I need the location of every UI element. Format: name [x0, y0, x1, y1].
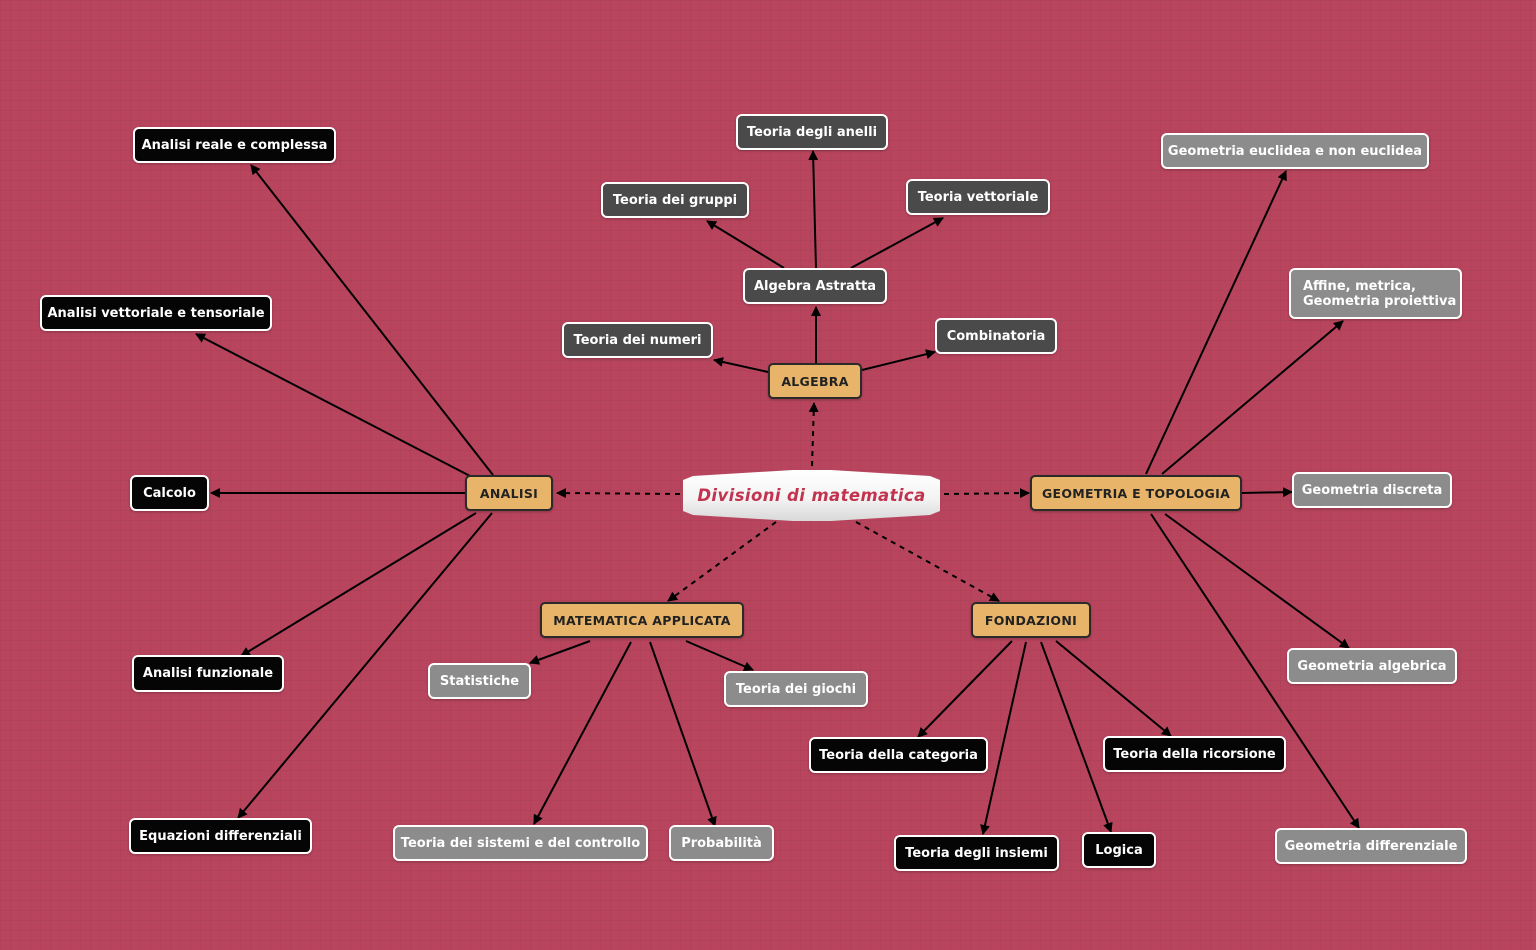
category-analisi[interactable]: ANALISI: [465, 475, 553, 511]
topic-equazioni-differenziali[interactable]: Equazioni differenziali: [129, 818, 312, 854]
topic-probabilita[interactable]: Probabilità: [669, 825, 774, 861]
topic-affine-line1: Affine, metrica,: [1303, 278, 1416, 294]
topic-teoria-numeri[interactable]: Teoria dei numeri: [562, 322, 713, 358]
topic-geometria-euclidea[interactable]: Geometria euclidea e non euclidea: [1161, 133, 1429, 169]
topic-affine-metrica-proiettiva[interactable]: Affine, metrica, Geometria proiettiva: [1289, 268, 1462, 319]
topic-teoria-insiemi[interactable]: Teoria degli insiemi: [894, 835, 1059, 871]
topic-teoria-ricorsione[interactable]: Teoria della ricorsione: [1103, 736, 1286, 772]
center-topic-label: Divisioni di matematica: [697, 486, 926, 505]
topic-teoria-giochi[interactable]: Teoria dei giochi: [724, 671, 868, 707]
topic-combinatoria[interactable]: Combinatoria: [935, 318, 1057, 354]
topic-teoria-anelli[interactable]: Teoria degli anelli: [736, 114, 888, 150]
category-matematica-applicata[interactable]: MATEMATICA APPLICATA: [540, 602, 744, 638]
topic-teoria-vettoriale[interactable]: Teoria vettoriale: [906, 179, 1050, 215]
topic-algebra-astratta[interactable]: Algebra Astratta: [743, 268, 887, 304]
topic-analisi-vettoriale-tensoriale[interactable]: Analisi vettoriale e tensoriale: [40, 295, 272, 331]
link-center-geometria: [943, 488, 1030, 499]
topic-geometria-differenziale[interactable]: Geometria differenziale: [1275, 828, 1467, 864]
topic-logica[interactable]: Logica: [1082, 832, 1156, 868]
category-fondazioni[interactable]: FONDAZIONI: [971, 602, 1091, 638]
topic-statistiche[interactable]: Statistiche: [428, 663, 531, 699]
category-algebra[interactable]: ALGEBRA: [768, 363, 862, 399]
topic-geometria-algebrica[interactable]: Geometria algebrica: [1287, 648, 1457, 684]
topic-analisi-funzionale[interactable]: Analisi funzionale: [132, 655, 284, 692]
topic-teoria-sistemi-controllo[interactable]: Teoria dei sistemi e del controllo: [393, 825, 648, 861]
category-geometria-topologia[interactable]: GEOMETRIA E TOPOLOGIA: [1030, 475, 1242, 511]
topic-calcolo[interactable]: Calcolo: [130, 475, 209, 511]
topic-analisi-reale-complessa[interactable]: Analisi reale e complessa: [133, 127, 336, 163]
center-topic[interactable]: Divisioni di matematica: [683, 470, 940, 521]
topic-teoria-categoria[interactable]: Teoria della categoria: [809, 737, 988, 773]
link-center-analisi: [556, 488, 681, 499]
link-center-fondazioni: [855, 521, 1000, 602]
topic-teoria-gruppi[interactable]: Teoria dei gruppi: [601, 182, 749, 218]
link-center-algebra: [808, 402, 819, 467]
topic-geometria-discreta[interactable]: Geometria discreta: [1292, 472, 1452, 508]
link-center-applicata: [667, 521, 777, 602]
topic-affine-line2: Geometria proiettiva: [1303, 293, 1457, 309]
